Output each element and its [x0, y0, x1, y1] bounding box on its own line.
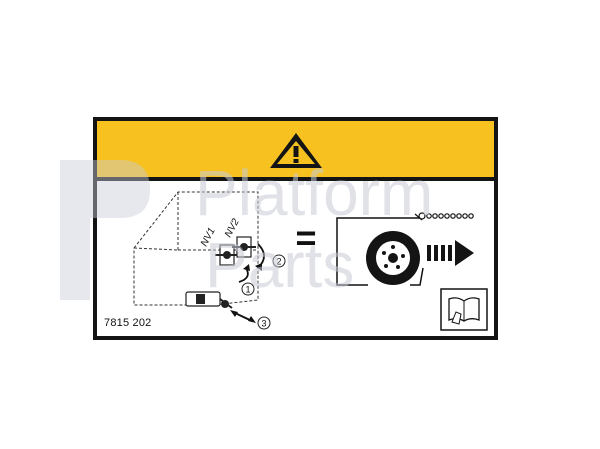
part-number: 7815 202	[104, 317, 152, 329]
safety-decal: 7815 202	[93, 117, 498, 340]
warning-banner	[97, 121, 494, 181]
